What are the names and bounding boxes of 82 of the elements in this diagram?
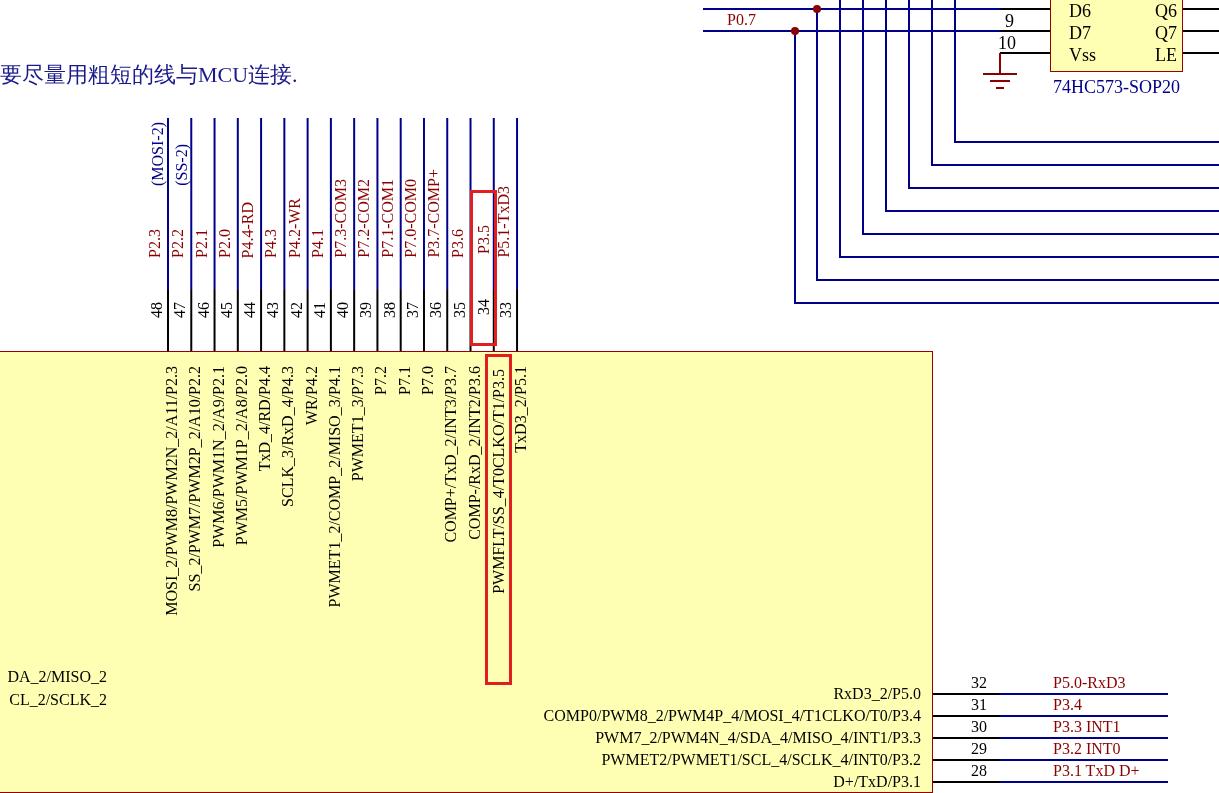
pin-number: 33 — [498, 302, 515, 318]
pin-function-label: COMP-/RxD_2/INT2/P3.6 — [466, 366, 483, 540]
net-label: P2.1 — [193, 229, 210, 258]
pin-name: Q6 — [1155, 2, 1177, 20]
pin-name: D7 — [1069, 24, 1091, 42]
pin-function-label: PWM5/PWM1P_2/A8/P2.0 — [233, 366, 250, 546]
pin-function-label: P7.2 — [373, 366, 390, 395]
pin-number: 43 — [265, 302, 282, 318]
pin-function-label: SCLK_3/RxD_4/P4.3 — [280, 366, 297, 507]
net-label: P2.2 — [170, 229, 187, 258]
part-number-label: 74HC573-SOP20 — [1053, 78, 1181, 96]
highlight-box — [485, 354, 512, 685]
net-label: P7.2-COM2 — [356, 179, 373, 258]
pin-number: 34 — [476, 299, 492, 315]
net-label: P2.0 — [216, 229, 233, 258]
pin-function-label: PWMFLT/SS_4/T0CLKO/T1/P3.5 — [491, 369, 507, 594]
note-text: 要尽量用粗短的线与MCU连接. — [0, 64, 298, 86]
pin-function-label: COMP+/TxD_2/INT3/P3.7 — [443, 366, 460, 543]
pin-number: 32 — [971, 675, 987, 691]
pin-number: 47 — [172, 302, 189, 318]
net-label: P3.2 INT0 — [1053, 741, 1121, 757]
net-label: P4.2-WR — [286, 198, 303, 258]
net-label: P3.7-COMP+ — [426, 169, 443, 258]
pin-function-label: PWM7_2/PWM4N_4/SDA_4/MISO_4/INT1/P3.3 — [595, 730, 921, 746]
chip-body — [0, 351, 933, 793]
pin-number: 48 — [149, 302, 165, 318]
pin-function-label: P7.1 — [396, 366, 413, 395]
pin-number: 38 — [381, 302, 398, 318]
pin-number: 39 — [358, 302, 375, 318]
pin-name: LE — [1155, 46, 1177, 64]
pin-function-label: COMP0/PWM8_2/PWM4P_4/MOSI_4/T1CLKO/T0/P3.4 — [543, 708, 921, 724]
chip-body — [1050, 0, 1183, 72]
net-label: (MOSI-2) — [150, 122, 166, 186]
pin-name: Q7 — [1155, 24, 1177, 42]
pin-number: 31 — [971, 697, 987, 713]
pin-number: 9 — [1005, 12, 1014, 30]
pin-function-label: PWMET1_3/P7.3 — [350, 366, 367, 482]
pin-number: 42 — [288, 302, 305, 318]
net-label: P0.7 — [727, 12, 756, 28]
pin-function-label: TxD3_2/P5.1 — [513, 366, 530, 453]
pin-function-label: MOSI_2/PWM8/PWM2N_2/A11/P2.3 — [164, 366, 180, 616]
pin-function-label: PWMET2/PWMET1/SCL_4/SCLK_4/INT0/P3.2 — [601, 752, 921, 768]
pin-function-label: WR/P4.2 — [303, 366, 320, 426]
net-label: P5.0-RxD3 — [1053, 675, 1126, 691]
pin-name: Vss — [1069, 46, 1096, 64]
pin-function-label: PWMET1_2/COMP_2/MISO_3/P4.1 — [326, 366, 343, 608]
highlight-box — [470, 190, 497, 346]
pin-function-label: D+/TxD/P3.1 — [833, 774, 921, 790]
net-label: P4.3 — [263, 229, 280, 258]
pin-number: 45 — [218, 302, 235, 318]
net-label: P4.4-RD — [240, 201, 257, 258]
pin-number: 44 — [242, 302, 259, 318]
pin-number: 36 — [428, 302, 445, 318]
net-label: P3.3 INT1 — [1053, 719, 1121, 735]
pin-function-label: PWM6/PWM1N_2/A9/P2.1 — [210, 366, 227, 548]
pin-number: 28 — [971, 763, 987, 779]
pin-function-label: CL_2/SCLK_2 — [9, 692, 107, 708]
pin-number: 41 — [311, 302, 328, 318]
pin-number: 30 — [971, 719, 987, 735]
net-label: P7.3-COM3 — [333, 179, 350, 258]
net-label: P2.3 — [147, 229, 163, 258]
net-label: P4.1 — [309, 229, 326, 258]
pin-function-label: TxD_4/RD/P4.4 — [257, 366, 274, 472]
pin-function-label: SS_2/PWM7/PWM2P_2/A10/P2.2 — [187, 366, 204, 592]
net-label: P5.1-TxD3 — [496, 186, 513, 258]
pin-function-label: RxD3_2/P5.0 — [833, 686, 921, 702]
net-label: P3.5 — [476, 225, 492, 254]
pin-name: D6 — [1069, 2, 1091, 20]
net-label: (SS-2) — [174, 144, 190, 186]
net-label: P3.6 — [449, 229, 466, 258]
net-label: P7.0-COM0 — [402, 179, 419, 258]
pin-number: 40 — [335, 302, 352, 318]
pin-number: 35 — [451, 302, 468, 318]
pin-number: 46 — [195, 302, 212, 318]
net-label: P7.1-COM1 — [379, 179, 396, 258]
pin-number: 37 — [404, 302, 421, 318]
pin-number: 10 — [998, 34, 1016, 52]
net-label: P3.1 TxD D+ — [1053, 763, 1140, 779]
pin-function-label: DA_2/MISO_2 — [7, 669, 107, 685]
pin-function-label: P7.0 — [419, 366, 436, 395]
pin-number: 29 — [971, 741, 987, 757]
net-label: P3.4 — [1053, 697, 1082, 713]
